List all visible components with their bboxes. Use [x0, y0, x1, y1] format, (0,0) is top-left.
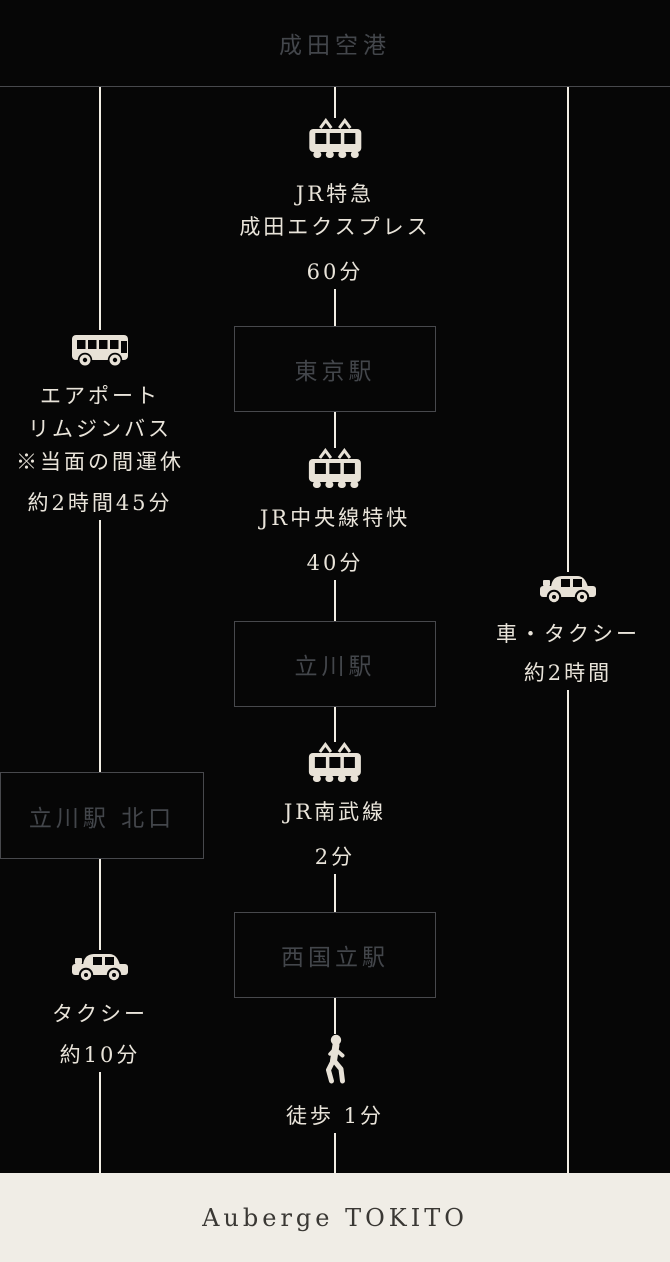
station-label: 西国立駅: [281, 945, 389, 971]
route-name: タクシー: [52, 1002, 148, 1026]
station-box-tachikawa: 立川駅: [234, 621, 436, 707]
route-name-2: リムジンバス: [28, 417, 172, 441]
route-name: エアポート: [40, 384, 160, 408]
route-duration: 2分: [314, 845, 356, 869]
route-line-left: [99, 87, 101, 1173]
segment-nambu-line: JR南武線 2分: [269, 742, 401, 874]
route-duration: 40分: [306, 551, 364, 575]
segment-chuo-line: JR中央線特快 40分: [245, 448, 425, 580]
car-icon: [72, 954, 128, 983]
segment-narita-express: JR特急 成田エクスプレス 60分: [225, 118, 445, 289]
segment-walk: 徒歩 1分: [271, 1034, 399, 1133]
origin-station-label: 成田空港: [279, 33, 391, 59]
segment-taxi: タクシー 約10分: [38, 950, 162, 1072]
route-duration: 徒歩 1分: [285, 1104, 385, 1128]
route-note: ※当面の間運休: [16, 450, 184, 474]
route-duration: 約10分: [59, 1043, 141, 1067]
station-label: 立川駅: [294, 654, 376, 680]
station-label: 東京駅: [294, 359, 376, 385]
route-name: JR特急: [295, 182, 375, 206]
destination-label: Auberge TOKITO: [202, 1203, 468, 1232]
bus-icon: [72, 335, 128, 368]
segment-car-taxi: 車・タクシー 約2時間: [482, 572, 654, 690]
station-box-tokyo: 東京駅: [234, 326, 436, 412]
walk-icon: [325, 1034, 345, 1084]
origin-station-bar: 成田空港: [0, 0, 670, 87]
station-label: 立川駅 北口: [28, 805, 176, 832]
train-icon: [309, 118, 361, 158]
car-icon: [540, 576, 596, 605]
segment-limousine-bus: エアポート リムジンバス ※当面の間運休 約2時間45分: [2, 330, 198, 520]
train-icon: [308, 742, 361, 782]
route-name: 車・タクシー: [496, 622, 640, 646]
route-duration: 約2時間: [523, 661, 613, 685]
station-box-tachikawa-north: 立川駅 北口: [0, 772, 204, 859]
train-icon: [308, 448, 361, 488]
route-duration: 60分: [306, 260, 364, 284]
route-name-2: 成田エクスプレス: [239, 215, 431, 239]
destination-bar: Auberge TOKITO: [0, 1173, 670, 1262]
route-duration: 約2時間45分: [27, 491, 173, 515]
route-name: JR南武線: [283, 800, 387, 824]
route-name: JR中央線特快: [259, 506, 411, 530]
station-box-nishikunitachi: 西国立駅: [234, 912, 436, 998]
